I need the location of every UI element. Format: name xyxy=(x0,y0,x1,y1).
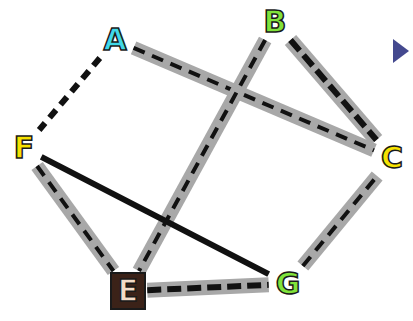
play-triangle xyxy=(393,39,409,63)
edge-stroke xyxy=(290,40,376,140)
edge-stroke xyxy=(37,166,113,271)
graph-edge xyxy=(290,40,376,140)
node-letter: E xyxy=(118,276,139,306)
edge-stroke xyxy=(37,166,113,271)
edge-stroke xyxy=(303,176,377,266)
node-letter: A xyxy=(103,25,126,55)
node-letter: G xyxy=(276,269,301,299)
graph-edge xyxy=(303,176,377,266)
edge-stroke xyxy=(303,176,377,266)
node-letter: C xyxy=(381,143,403,173)
edge-stroke xyxy=(290,40,376,140)
letter-node: B xyxy=(258,5,293,39)
edge-stroke xyxy=(39,58,100,130)
graph-edge xyxy=(41,157,268,274)
letter-node: A xyxy=(97,23,132,57)
edge-stroke xyxy=(41,157,268,274)
node-letter: B xyxy=(264,7,287,37)
letter-node: F xyxy=(8,131,41,165)
graph-edge xyxy=(39,58,100,130)
graph-edge xyxy=(147,285,268,290)
edge-stroke xyxy=(147,285,268,290)
graph-edge xyxy=(37,166,113,271)
letter-node: G xyxy=(270,267,307,301)
letter-node: C xyxy=(375,141,409,175)
node-letter: F xyxy=(14,133,35,163)
letter-node: E xyxy=(110,272,147,310)
edge-stroke xyxy=(147,285,268,290)
